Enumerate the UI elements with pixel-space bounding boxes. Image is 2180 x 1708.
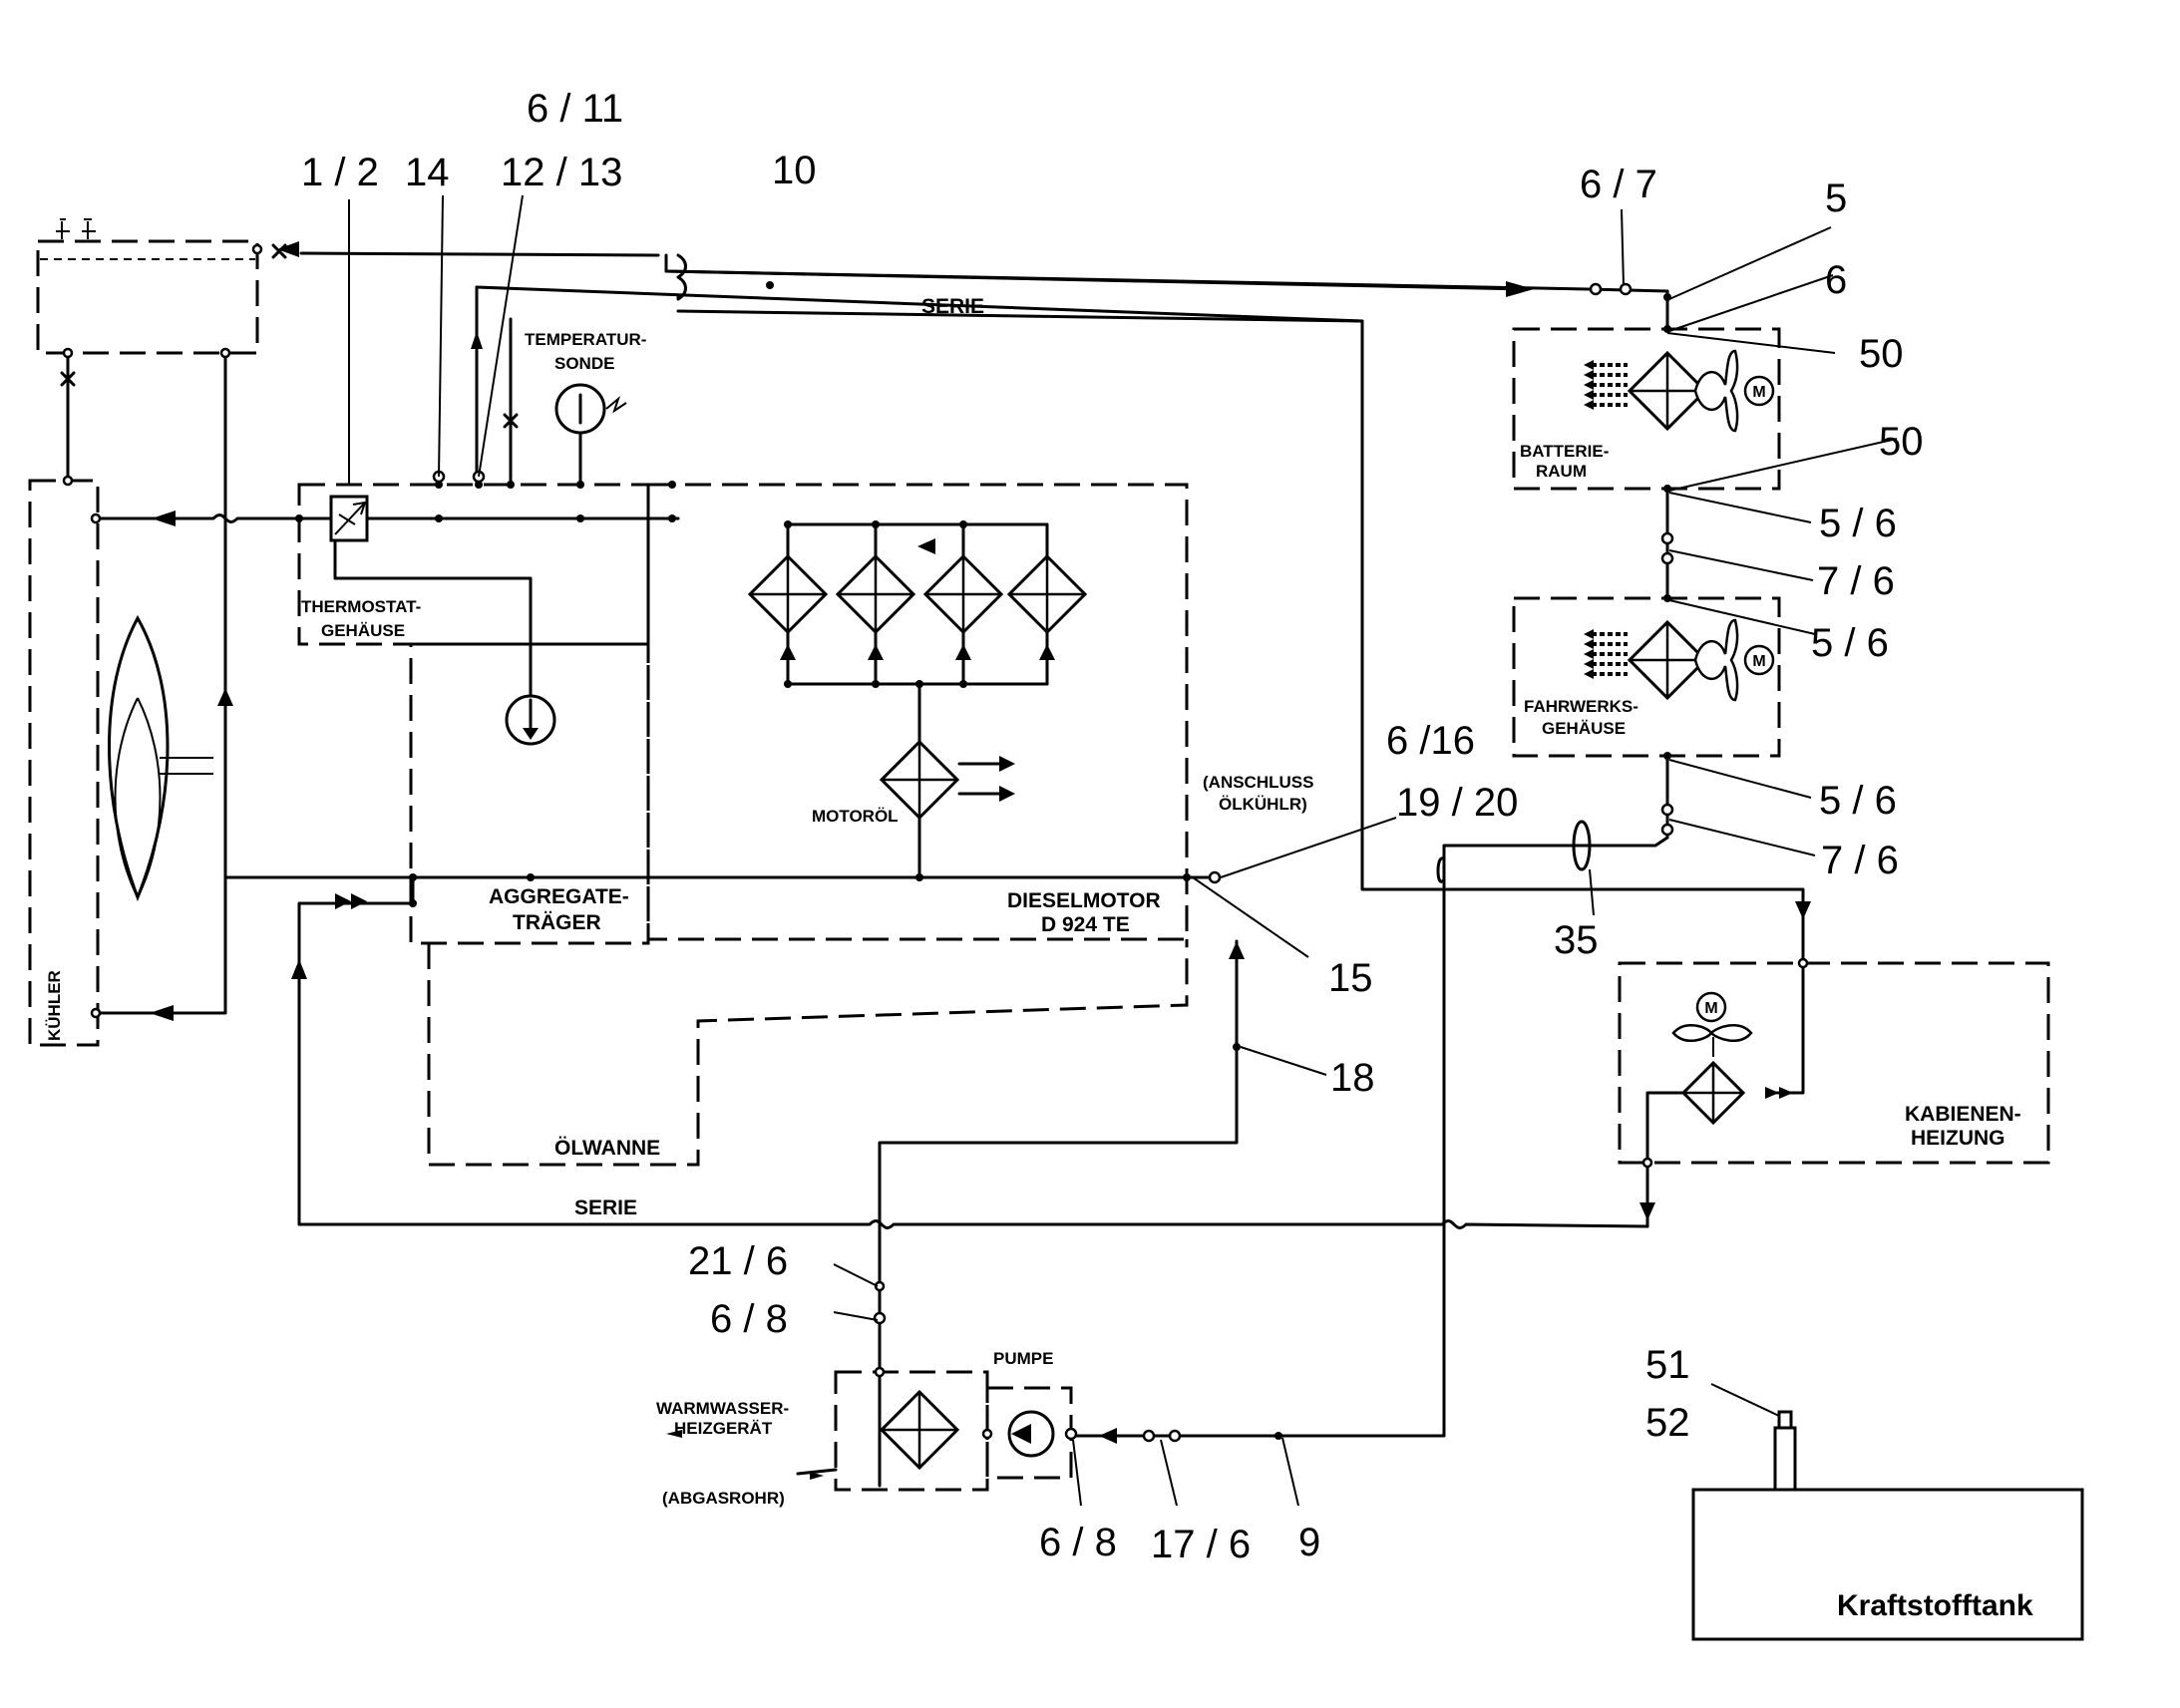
callout-6: 6 <box>1825 258 1847 302</box>
callout-6-11: 6 / 11 <box>527 87 623 131</box>
water-heater-exchanger <box>880 1390 959 1470</box>
callout-15: 15 <box>1328 956 1373 1000</box>
label-dieselmotor-1: DIESELMOTOR <box>1007 889 1161 912</box>
label-aggregate-1: AGGREGATE- <box>489 885 629 908</box>
callout-52: 52 <box>1645 1401 1690 1445</box>
engine-cylinder-exchanger-3 <box>923 554 1003 634</box>
flow-arrows <box>150 241 1811 1444</box>
callout-6-8-b: 6 / 8 <box>1039 1521 1117 1564</box>
water-pump-icon <box>1007 1410 1055 1458</box>
engine-cylinder-exchanger-4 <box>1007 554 1087 634</box>
battery-room-box <box>1512 327 1781 491</box>
label-batterie-2: RAUM <box>1536 462 1587 481</box>
chassis-heat-arrows <box>1582 627 1630 681</box>
callout-50-bottom: 50 <box>1879 420 1924 464</box>
callout-21-6: 21 / 6 <box>688 1239 788 1283</box>
label-dieselmotor-2: D 924 TE <box>1041 913 1130 936</box>
callout-18: 18 <box>1330 1056 1375 1100</box>
callout-5-6-c: 5 / 6 <box>1819 779 1897 823</box>
label-serie-top: SERIE <box>921 295 984 318</box>
label-batterie-1: BATTERIE- <box>1520 442 1609 461</box>
label-temperatur-sonde-2: SONDE <box>554 354 614 373</box>
callout-5-6-a: 5 / 6 <box>1819 502 1897 545</box>
fan-icon <box>108 614 213 902</box>
label-thermostat-2: GEHÄUSE <box>321 621 405 640</box>
battery-room-exchanger <box>1628 351 1707 431</box>
battery-heat-arrows <box>1582 358 1630 412</box>
label-thermostat-1: THERMOSTAT- <box>301 597 421 616</box>
label-fahrwerk-1: FAHRWERKS- <box>1524 697 1638 716</box>
engine-cylinder-exchanger-1 <box>748 554 828 634</box>
label-kuehler: KÜHLER <box>45 970 64 1041</box>
chassis-fan-icon <box>1693 618 1775 702</box>
callout-5-6-b: 5 / 6 <box>1811 621 1889 665</box>
motor-icon: M <box>1704 1000 1717 1017</box>
label-warmwasser-2: HEIZGERÄT <box>674 1419 773 1438</box>
valve-icon <box>60 243 1793 1480</box>
label-aggregate-2: TRÄGER <box>513 911 601 934</box>
chassis-housing-box <box>1512 596 1781 758</box>
label-serie-bottom: SERIE <box>574 1196 637 1219</box>
thermostat-icon <box>329 495 369 542</box>
label-warmwasser-1: WARMWASSER- <box>656 1399 789 1418</box>
callout-7-6-b: 7 / 6 <box>1821 839 1899 882</box>
label-kabine-2: HEIZUNG <box>1911 1127 2005 1150</box>
label-kabine-1: KABIENEN- <box>1905 1103 2021 1126</box>
callout-50-top: 50 <box>1859 332 1904 376</box>
callout-51: 51 <box>1645 1343 1690 1387</box>
label-anschluss-2: ÖLKÜHLR) <box>1219 795 1307 814</box>
coolant-pump-icon <box>505 694 556 746</box>
label-motoroel: MOTORÖL <box>812 807 899 826</box>
callout-6-8-a: 6 / 8 <box>710 1297 788 1341</box>
battery-fan-icon <box>1693 349 1775 433</box>
label-abgasrohr: (ABGASROHR) <box>662 1489 785 1508</box>
callout-9: 9 <box>1298 1521 1320 1564</box>
aggregate-carrier-box <box>409 642 650 945</box>
callout-6-16: 6 /16 <box>1386 719 1475 763</box>
callout-6-7: 6 / 7 <box>1580 163 1657 206</box>
label-oelwanne: ÖLWANNE <box>554 1137 660 1160</box>
cabin-fan-icon: M <box>1671 991 1753 1057</box>
cabin-exchanger <box>1681 1061 1745 1125</box>
oil-pan-box <box>427 939 1189 1167</box>
callout-19-20: 19 / 20 <box>1396 781 1518 825</box>
engine-box <box>646 483 1189 941</box>
thermostat-housing-box <box>297 483 650 646</box>
callout-7-6-a: 7 / 6 <box>1817 559 1895 603</box>
engine-cylinder-exchanger-2 <box>836 554 915 634</box>
temperature-sensor-icon <box>554 383 627 487</box>
callout-10: 10 <box>772 149 817 192</box>
label-anschluss-1: (ANSCHLUSS <box>1203 773 1313 792</box>
label-kraftstofftank: Kraftstofftank <box>1837 1589 2033 1622</box>
callout-35: 35 <box>1554 918 1599 962</box>
junction-points <box>62 243 1809 1443</box>
label-temperatur-sonde-1: TEMPERATUR- <box>525 330 646 349</box>
radiator-tank-box <box>36 218 259 355</box>
callout-14: 14 <box>405 151 450 194</box>
chassis-exchanger <box>1628 620 1707 700</box>
fuel-tank <box>1691 1410 2084 1641</box>
callout-17-6: 17 / 6 <box>1151 1523 1251 1566</box>
callout-1-2: 1 / 2 <box>301 151 379 194</box>
cabin-heater-box <box>1618 961 2050 1165</box>
leader-lines <box>348 194 1898 1507</box>
coolant-pipes <box>66 251 1805 1488</box>
callout-12-13: 12 / 13 <box>501 151 622 194</box>
radiator-box <box>28 479 100 1047</box>
callout-5: 5 <box>1825 176 1847 220</box>
label-pumpe: PUMPE <box>993 1349 1053 1368</box>
label-fahrwerk-2: GEHÄUSE <box>1542 719 1626 738</box>
